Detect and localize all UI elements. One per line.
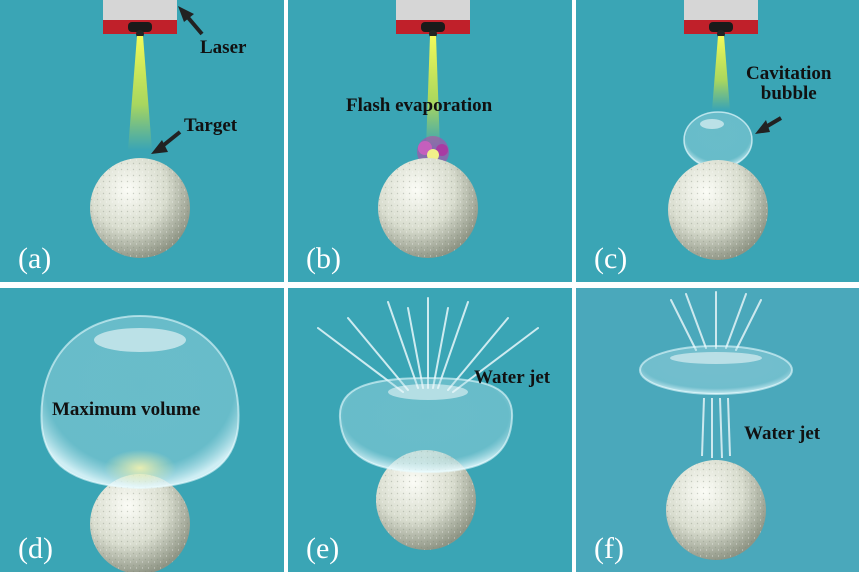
annotation-cavitation-bubble: Cavitation bubble <box>746 64 832 104</box>
target-sphere <box>90 474 190 572</box>
annotation-laser: Laser <box>200 37 247 58</box>
panel-f-illustration <box>639 291 793 560</box>
arrow-icon <box>151 130 182 154</box>
laser-device <box>103 0 177 38</box>
panel-b: Flash evaporation (b) <box>288 0 572 282</box>
panel-label: (f) <box>594 532 624 565</box>
annotation-line: Cavitation <box>746 63 832 84</box>
annotation-target: Target <box>184 115 238 136</box>
annotation-water-jet: Water jet <box>474 367 551 388</box>
panel-label: (c) <box>594 242 628 275</box>
arrow-icon <box>755 116 783 134</box>
panel-e-illustration <box>317 297 539 550</box>
panel-a-illustration <box>90 0 204 258</box>
water-jet-spray <box>670 291 762 351</box>
laser-beam <box>128 36 152 150</box>
panel-label: (a) <box>18 242 52 275</box>
max-volume-bubble <box>40 314 240 490</box>
water-jet-column <box>701 397 731 459</box>
panel-a: Laser Target (a) <box>0 0 284 282</box>
annotation-flash-evaporation: Flash evaporation <box>346 95 493 116</box>
panel-label: (d) <box>18 532 53 565</box>
annotation-maximum-volume: Maximum volume <box>52 399 201 420</box>
annotation-line: bubble <box>760 82 817 104</box>
target-sphere <box>666 460 766 560</box>
panel-f: Water jet (f) <box>576 288 859 572</box>
target-sphere <box>668 160 768 260</box>
panel-e: Water jet (e) <box>288 288 572 572</box>
panel-label: (b) <box>306 242 341 275</box>
target-sphere <box>90 158 190 258</box>
panel-b-illustration <box>378 0 478 258</box>
laser-beam <box>426 36 440 148</box>
target-sphere <box>378 158 478 258</box>
laser-device <box>684 0 758 38</box>
laser-device <box>396 0 470 38</box>
toroidal-bubble <box>338 376 514 474</box>
target-sphere <box>376 450 476 550</box>
arrow-icon <box>178 6 204 36</box>
panel-d: Maximum volume (d) <box>0 288 284 572</box>
cavitation-bubble <box>683 111 753 169</box>
panel-c: Cavitation bubble (c) <box>576 0 859 282</box>
laser-beam <box>712 36 730 110</box>
annotation-water-jet: Water jet <box>744 423 821 444</box>
toroidal-bubble <box>639 345 793 395</box>
panel-d-illustration <box>40 314 240 572</box>
panel-c-illustration <box>668 0 783 260</box>
panel-label: (e) <box>306 532 340 565</box>
